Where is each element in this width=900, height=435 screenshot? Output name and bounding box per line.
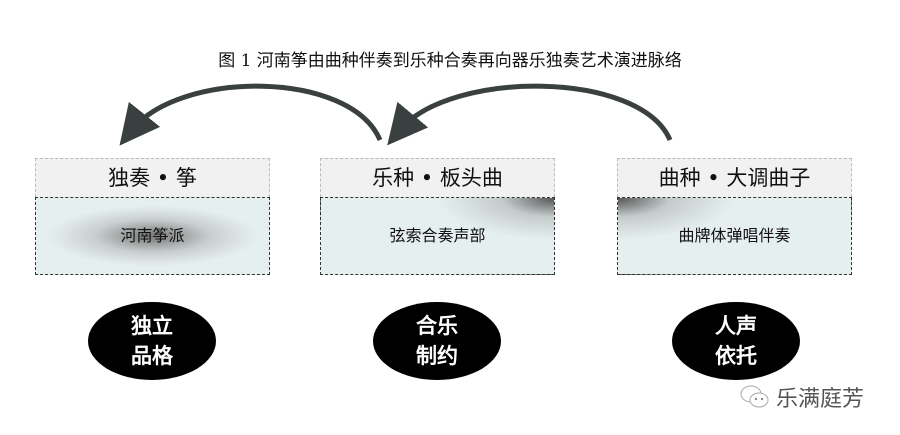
oval-line: 制约: [416, 343, 458, 368]
arrow-quzhong-to-yuezhong: [387, 83, 673, 146]
oval-duli: 独立品格: [88, 302, 216, 380]
oval-line: 人声: [715, 313, 757, 338]
oval-line: 独立: [131, 313, 173, 338]
arrow-yuezhong-to-duzou: [119, 83, 383, 146]
oval-heyue: 合乐制约: [373, 302, 501, 380]
column-header: 独奏 • 筝: [35, 158, 270, 197]
column-duzou: 独奏 • 筝 河南筝派: [35, 158, 270, 275]
oval-rensheng: 人声依托: [672, 302, 800, 380]
column-quzhong: 曲种 • 大调曲子 曲牌体弹唱伴奏: [617, 158, 852, 275]
column-body: 河南筝派: [35, 197, 270, 275]
watermark-text: 乐满庭芳: [776, 387, 865, 412]
watermark: 乐满庭芳: [740, 381, 864, 413]
oval-line: 合乐: [416, 313, 458, 338]
column-body: 曲牌体弹唱伴奏: [617, 197, 852, 275]
arrows: [119, 83, 673, 146]
column-header: 乐种 • 板头曲: [320, 158, 555, 197]
figure-title: 图 1 河南筝由曲种伴奏到乐种合奏再向器乐独奏艺术演进脉络: [218, 51, 682, 71]
wechat-icon: [740, 385, 769, 408]
column-yuezhong: 乐种 • 板头曲 弦索合奏声部: [320, 158, 555, 275]
column-body: 弦索合奏声部: [320, 197, 555, 275]
column-header: 曲种 • 大调曲子: [617, 158, 852, 197]
oval-line: 依托: [715, 343, 757, 368]
oval-line: 品格: [131, 343, 173, 368]
